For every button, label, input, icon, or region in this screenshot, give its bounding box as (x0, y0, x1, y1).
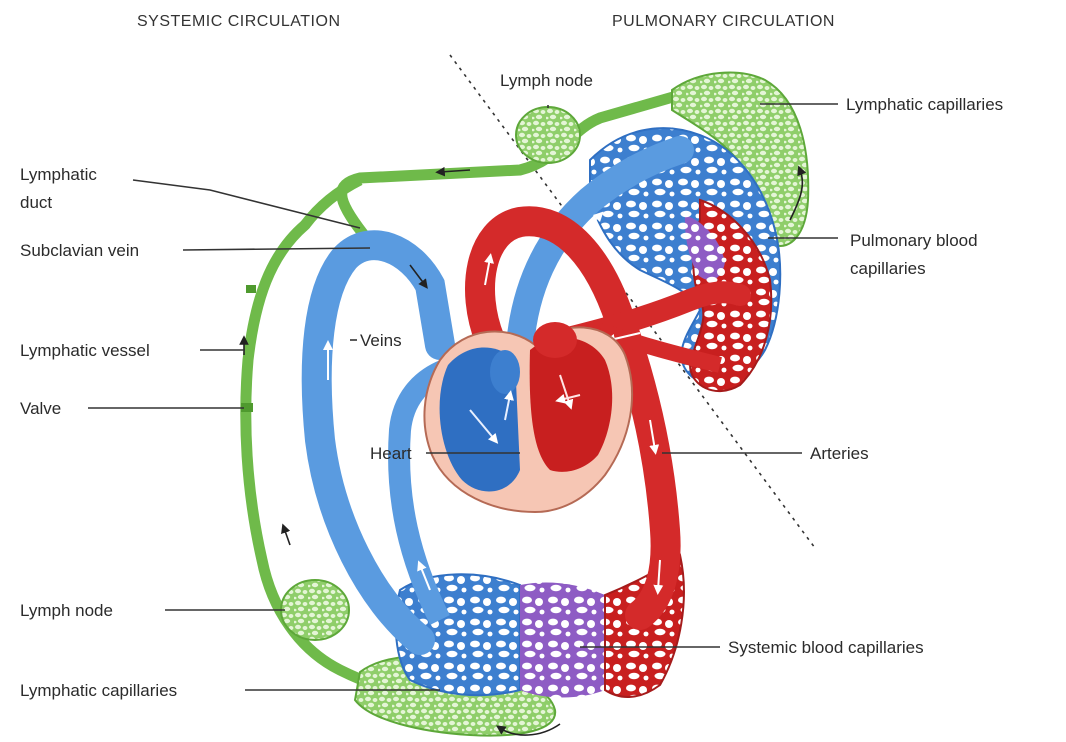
label-arteries: Arteries (810, 444, 869, 463)
label-valve: Valve (20, 399, 61, 418)
label-heart: Heart (370, 444, 412, 463)
label-lymphatic-duct-2: duct (20, 193, 52, 212)
label-lymphatic-duct-1: Lymphatic (20, 165, 97, 184)
lymph-node-bottom (281, 580, 349, 640)
label-pulmonary-blood-1: Pulmonary blood (850, 231, 978, 250)
label-systemic-blood-capillaries: Systemic blood capillaries (728, 638, 924, 657)
lymph-node-top (516, 107, 580, 163)
systemic-circulation-header: SYSTEMIC CIRCULATION (137, 13, 341, 30)
label-lymph-node-top: Lymph node (500, 71, 593, 90)
label-lymph-node-bottom: Lymph node (20, 601, 113, 620)
pulmonary-circulation-header: PULMONARY CIRCULATION (612, 13, 835, 30)
label-subclavian-vein: Subclavian vein (20, 241, 139, 260)
label-lymphatic-capillaries-bottom: Lymphatic capillaries (20, 681, 177, 700)
heart (424, 322, 632, 512)
label-lymphatic-capillaries-top: Lymphatic capillaries (846, 95, 1003, 114)
label-veins: Veins (360, 331, 402, 350)
label-pulmonary-blood-2: capillaries (850, 259, 926, 278)
label-lymphatic-vessel: Lymphatic vessel (20, 341, 150, 360)
